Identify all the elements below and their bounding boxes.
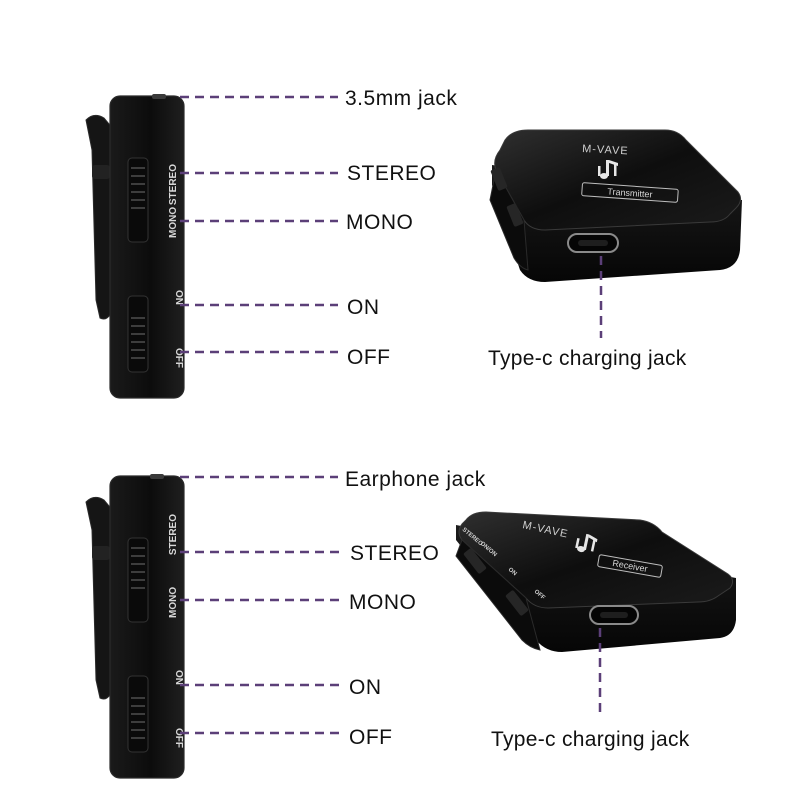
printed-mono: MONO	[168, 207, 179, 238]
transmitter-box: M-VAVE Transmitter	[489, 129, 742, 282]
transmitter-side-view: STEREO MONO ON OFF	[85, 94, 185, 399]
label-off-bottom: OFF	[349, 726, 393, 749]
label-mono-top: MONO	[346, 211, 414, 234]
box-brand: M-VAVE	[582, 143, 629, 157]
label-mono-bottom: MONO	[349, 591, 417, 614]
leader-lines-bottom	[180, 475, 340, 735]
caption-charging-bottom: Type-c charging jack	[491, 728, 690, 751]
label-off-top: OFF	[347, 346, 391, 369]
printed-stereo: STEREO	[168, 514, 179, 555]
jack-port	[152, 94, 166, 99]
leader-lines-top	[180, 95, 338, 354]
printed-off: OFF	[173, 728, 184, 748]
label-stereo-top: STEREO	[347, 162, 437, 185]
label-on-bottom: ON	[349, 676, 382, 699]
printed-on: ON	[173, 290, 184, 305]
side-switch-1	[463, 548, 487, 574]
label-3-5mm-jack: 3.5mm jack	[345, 87, 458, 110]
badge-box	[581, 182, 679, 203]
label-stereo-bottom: STEREO	[350, 542, 440, 565]
caption-charging-top: Type-c charging jack	[488, 347, 687, 370]
printed-on: ON	[173, 670, 184, 685]
clip-hinge	[92, 546, 110, 560]
printed-off: OFF	[173, 348, 184, 368]
label-earphone-jack: Earphone jack	[345, 468, 486, 491]
badge-box	[597, 554, 663, 578]
music-note-icon	[575, 533, 598, 553]
clip-hinge	[92, 165, 110, 179]
box-left-side	[489, 168, 529, 271]
receiver-side-view: STEREO MONO ON OFF	[85, 474, 185, 779]
receiver-box: STEREO ON/ON ON OFF M-VAVE Receiver	[455, 511, 736, 652]
side-switch-2	[505, 590, 529, 616]
label-on-top: ON	[347, 296, 380, 319]
box-badge: Transmitter	[607, 186, 653, 199]
music-note-icon	[598, 160, 618, 179]
printed-mono: MONO	[168, 587, 179, 618]
printed-stereo: STEREO	[168, 164, 179, 205]
side-switch-1	[490, 167, 508, 191]
side-switch-2	[506, 203, 524, 227]
side-label-on: ON	[507, 567, 518, 577]
earphone-port	[150, 474, 164, 479]
